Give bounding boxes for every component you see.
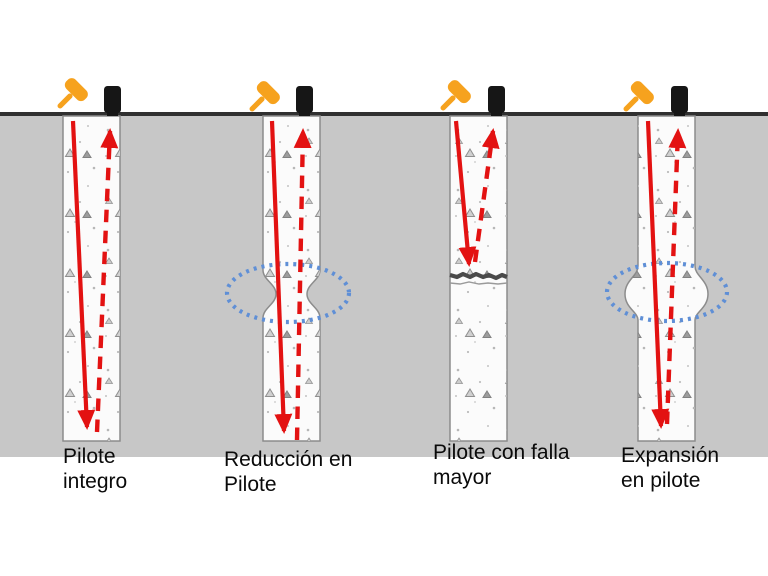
hammer-icon (623, 81, 654, 112)
major-crack (449, 271, 508, 281)
label-line: Expansión (621, 444, 720, 467)
hammer-icon (57, 78, 88, 109)
reflected-wave-arrow-up (472, 128, 500, 263)
figure-reduccion-en-pilote (224, 81, 352, 442)
concrete-texture (625, 116, 708, 441)
dotted-ellipse-icon (604, 260, 730, 324)
label-reduccion-en-pilote: Reducción en Pilote (224, 447, 352, 497)
hammer-icon (249, 81, 280, 112)
minor-crack-line (449, 281, 508, 285)
sensor-icon (488, 86, 505, 116)
sensor-icon (104, 86, 121, 116)
figure-pilote-integro (57, 78, 121, 442)
reflected-wave-arrow-up (664, 128, 687, 425)
label-line: integro (63, 470, 128, 493)
label-line: Pilote (63, 445, 116, 468)
figure-expansion-en-pilote (604, 81, 730, 442)
sensor-icon (296, 86, 313, 116)
dotted-ellipse-icon (224, 261, 352, 325)
label-line: mayor (433, 466, 492, 489)
label-line: Reducción en (224, 448, 353, 471)
impact-wave-arrow-down (645, 120, 670, 429)
reflected-wave-arrow-up (94, 128, 119, 433)
figure-pilote-con-falla-mayor (440, 80, 508, 442)
reflected-wave-arrow-up (293, 128, 312, 441)
label-expansion-en-pilote: Expansión en pilote (621, 443, 719, 493)
label-line: Pilote (224, 473, 277, 496)
ground-surface-line (0, 112, 768, 116)
hammer-icon (440, 80, 471, 111)
concrete-texture (263, 116, 320, 441)
impact-wave-arrow-down (453, 120, 477, 267)
label-pilote-integro: Pilote integro (63, 444, 127, 494)
sensor-icon (671, 86, 688, 116)
impact-wave-arrow-down (269, 120, 293, 434)
label-line: en pilote (621, 469, 701, 492)
label-line: Pilote con falla (433, 441, 570, 464)
label-pilote-con-falla-mayor: Pilote con falla mayor (433, 440, 570, 490)
impact-wave-arrow-down (70, 120, 96, 430)
concrete-texture (63, 116, 120, 441)
